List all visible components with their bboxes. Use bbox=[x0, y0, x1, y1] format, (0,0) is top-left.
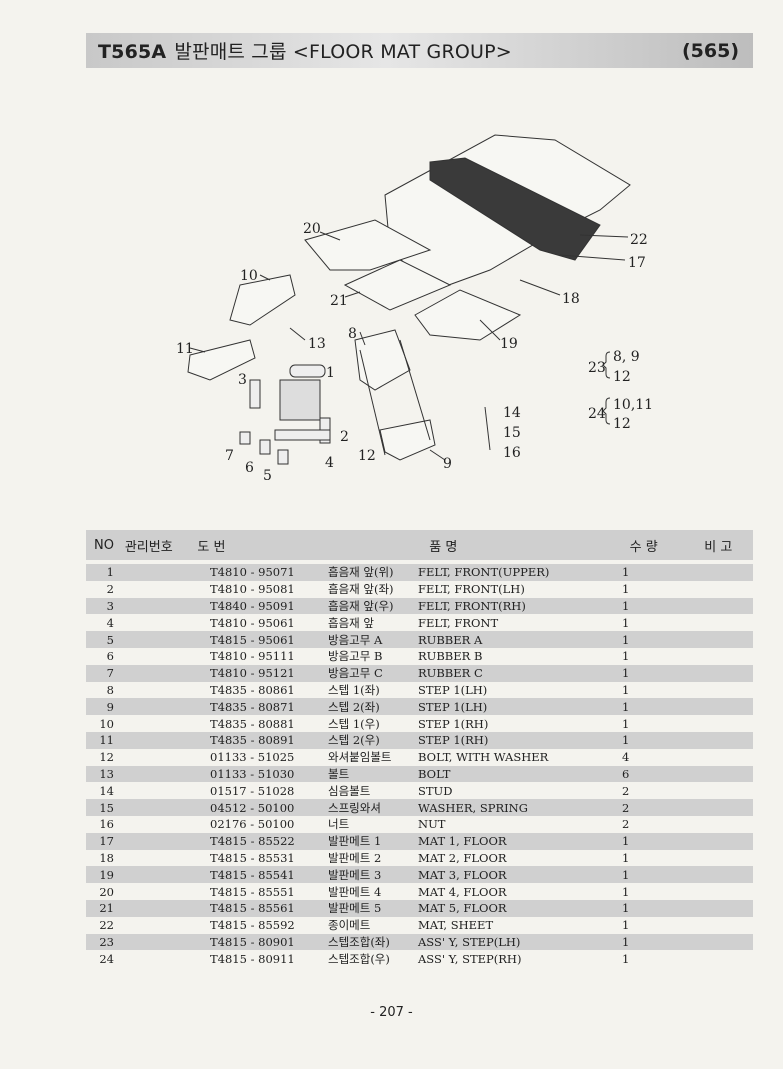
callout-2: 2 bbox=[340, 429, 349, 445]
page-header: T565A 발판매트 그룹 <FLOOR MAT GROUP> (565) bbox=[86, 33, 753, 68]
felt-bottom-shape bbox=[274, 429, 331, 441]
col-header-mgmt: 관리번호 bbox=[124, 539, 173, 555]
callout-5: 5 bbox=[263, 468, 272, 484]
rubber-shape-b bbox=[259, 439, 271, 455]
exploded-parts-diagram: 22 17 18 19 20 21 10 11 13 8 1 3 2 4 7 6… bbox=[176, 134, 653, 484]
callout-17: 17 bbox=[628, 255, 646, 271]
legend-23-no: 23 bbox=[588, 360, 606, 376]
legend-23-brace bbox=[602, 351, 611, 379]
callout-11: 11 bbox=[176, 341, 194, 357]
callout-21: 21 bbox=[330, 293, 348, 309]
legend-23-a: 8, 9 bbox=[613, 349, 640, 365]
callout-15: 15 bbox=[503, 425, 521, 441]
callout-19: 19 bbox=[500, 336, 518, 352]
legend-24-b: 12 bbox=[613, 416, 631, 432]
col-header-qty: 수 량 bbox=[629, 539, 658, 555]
col-header-name: 품 명 bbox=[429, 539, 458, 555]
step-10-shape bbox=[229, 274, 296, 326]
rubber-shape-a bbox=[239, 431, 251, 445]
step-9-shape bbox=[379, 419, 436, 461]
callout-10: 10 bbox=[240, 268, 258, 284]
callout-4: 4 bbox=[325, 455, 334, 471]
floor-mat-21-shape bbox=[343, 259, 452, 311]
callout-20: 20 bbox=[303, 221, 321, 237]
col-header-remark: 비 고 bbox=[704, 539, 733, 555]
callout-1: 1 bbox=[326, 365, 335, 381]
callout-22: 22 bbox=[630, 232, 648, 248]
callout-7: 7 bbox=[225, 448, 234, 464]
rubber-shape-c bbox=[277, 449, 289, 465]
felt-front-shape bbox=[279, 379, 321, 421]
legend-23-b: 12 bbox=[613, 369, 631, 385]
page-code: (565) bbox=[681, 39, 739, 62]
callout-13: 13 bbox=[308, 336, 326, 352]
col-header-drawing: 도 번 bbox=[197, 539, 226, 555]
callout-6: 6 bbox=[245, 460, 254, 476]
perforated-mat-17-shape bbox=[429, 157, 601, 261]
callout-12: 12 bbox=[358, 448, 376, 464]
legend-24-a: 10,11 bbox=[613, 397, 653, 413]
callout-9: 9 bbox=[443, 456, 452, 472]
model-code: T565A bbox=[98, 41, 167, 63]
callout-18: 18 bbox=[562, 291, 580, 307]
felt-lh-shape bbox=[249, 379, 261, 409]
callout-14: 14 bbox=[503, 405, 521, 421]
step-8-shape bbox=[354, 329, 411, 391]
legend-24-no: 24 bbox=[588, 406, 606, 422]
col-header-no: NO bbox=[94, 537, 114, 553]
callout-3: 3 bbox=[238, 372, 247, 388]
callout-16: 16 bbox=[503, 445, 521, 461]
group-title: 발판매트 그룹 <FLOOR MAT GROUP> bbox=[174, 41, 512, 63]
step-11-shape bbox=[187, 339, 256, 381]
callout-8: 8 bbox=[348, 326, 357, 342]
header-title-group: T565A 발판매트 그룹 <FLOOR MAT GROUP> bbox=[98, 37, 512, 64]
legend-24-brace bbox=[602, 397, 611, 425]
parts-table-header: NO 관리번호 도 번 품 명 수 량 비 고 bbox=[86, 530, 753, 560]
page-number: - 207 - bbox=[370, 1005, 413, 1020]
floor-mat-19-shape bbox=[414, 289, 522, 341]
felt-upper-shape bbox=[289, 364, 326, 378]
